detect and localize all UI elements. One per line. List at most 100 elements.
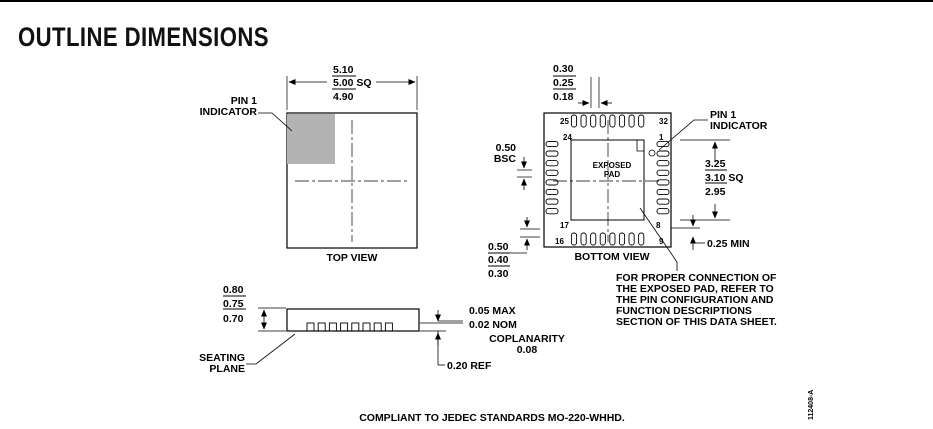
side-view-leads bbox=[306, 322, 393, 332]
pin-top bbox=[638, 114, 645, 128]
pin1-bottom-line2: INDICATOR bbox=[710, 120, 768, 132]
standoff-nom: 0.02 NOM bbox=[469, 319, 517, 331]
pin1-leader-bottom bbox=[658, 119, 708, 151]
note-leader bbox=[639, 207, 678, 271]
side-lead bbox=[328, 322, 337, 332]
pin-bottom bbox=[609, 232, 616, 246]
seating-plane-leader bbox=[246, 333, 296, 365]
pin-right bbox=[656, 169, 670, 176]
lead-length-max: 0.50 bbox=[488, 241, 509, 253]
exposed-pad bbox=[570, 139, 645, 221]
pin-number-32: 32 bbox=[659, 117, 668, 126]
pin-number-1: 1 bbox=[659, 133, 664, 142]
lead-length-min: 0.30 bbox=[488, 268, 509, 280]
lead-width-min: 0.18 bbox=[553, 91, 574, 103]
coplanarity-value: 0.08 bbox=[517, 344, 538, 356]
coplanarity-label: COPLANARITY bbox=[489, 333, 565, 345]
pin-right bbox=[656, 160, 670, 167]
pin1-bottom-line1: PIN 1 bbox=[710, 109, 736, 121]
note-line4: FUNCTION DESCRIPTIONS bbox=[616, 305, 752, 317]
seating-plane-line2: PLANE bbox=[209, 363, 245, 375]
pin-left bbox=[545, 208, 559, 215]
pin-right bbox=[656, 188, 670, 196]
note-line1: FOR PROPER CONNECTION OF bbox=[616, 272, 777, 284]
side-lead bbox=[362, 322, 371, 332]
pitch-value: 0.50 bbox=[496, 142, 517, 154]
bottom-view-pins bbox=[545, 114, 670, 246]
pin-left bbox=[545, 198, 559, 205]
pin1-dot bbox=[648, 149, 656, 157]
height-max: 0.80 bbox=[223, 284, 244, 296]
pin-top bbox=[618, 114, 626, 128]
seating-plane-line1: SEATING bbox=[199, 352, 245, 364]
pin-left bbox=[545, 188, 559, 196]
pin-bottom bbox=[570, 232, 578, 246]
pin-top bbox=[609, 114, 616, 128]
lead-width-max: 0.30 bbox=[553, 63, 574, 75]
drawing-id: 112408-A bbox=[808, 390, 815, 420]
pin-right bbox=[656, 150, 670, 157]
side-lead bbox=[306, 322, 315, 332]
pin-top bbox=[628, 114, 635, 128]
body-width-nom: 5.00 SQ bbox=[333, 77, 372, 89]
pad-size-nom: 3.10 SQ bbox=[705, 172, 744, 184]
bottom-view bbox=[488, 75, 730, 271]
pin-number-16: 16 bbox=[555, 237, 564, 246]
lead-width-nom: 0.25 bbox=[553, 77, 574, 89]
pin-bottom bbox=[628, 232, 635, 246]
pin-bottom bbox=[590, 232, 597, 246]
lead-length-nom: 0.40 bbox=[488, 254, 509, 266]
top-view bbox=[258, 75, 418, 249]
pin-top bbox=[599, 114, 606, 128]
top-rule bbox=[0, 0, 933, 2]
bottom-view-body bbox=[543, 112, 672, 248]
pin-left bbox=[545, 150, 559, 157]
pin-right bbox=[656, 198, 670, 205]
top-view-body bbox=[286, 112, 418, 249]
pad-size-min: 2.95 bbox=[705, 186, 726, 198]
side-view bbox=[223, 295, 463, 366]
height-nom: 0.75 bbox=[223, 298, 244, 310]
note-line3: THE PIN CONFIGURATION AND bbox=[616, 294, 774, 306]
exposed-pad-label-line2: PAD bbox=[604, 170, 621, 179]
pin-top bbox=[570, 114, 578, 128]
pin1-label-line2: INDICATOR bbox=[200, 106, 258, 118]
pin-bottom bbox=[580, 232, 587, 246]
body-width-min: 4.90 bbox=[333, 91, 354, 103]
pin-top bbox=[590, 114, 597, 128]
footer-compliance: COMPLIANT TO JEDEC STANDARDS MO-220-WHHD… bbox=[359, 412, 625, 424]
pin1-leader-top bbox=[258, 112, 293, 132]
pin-right bbox=[656, 179, 670, 186]
pitch-bsc: BSC bbox=[494, 153, 517, 165]
side-lead bbox=[384, 322, 393, 332]
pin1-indicator-area bbox=[287, 114, 335, 164]
pin-right bbox=[656, 140, 670, 148]
side-lead bbox=[317, 322, 326, 332]
pin-bottom bbox=[599, 232, 606, 246]
pin-number-25: 25 bbox=[560, 117, 569, 126]
pin-number-17: 17 bbox=[560, 221, 569, 230]
page-title: OUTLINE DIMENSIONS bbox=[18, 22, 269, 52]
pin-number-24: 24 bbox=[563, 133, 572, 142]
note-line5: SECTION OF THIS DATA SHEET. bbox=[616, 316, 777, 328]
pin-left bbox=[545, 160, 559, 167]
min-spacing: 0.25 MIN bbox=[707, 238, 750, 250]
body-width-max: 5.10 bbox=[333, 64, 354, 76]
pin-number-9: 9 bbox=[659, 237, 664, 246]
pin-right bbox=[656, 208, 670, 215]
exposed-pad-label-line1: EXPOSED bbox=[593, 161, 632, 170]
pin-top bbox=[580, 114, 587, 128]
pin-number-8: 8 bbox=[656, 221, 661, 230]
pin1-label-line1: PIN 1 bbox=[231, 95, 257, 107]
side-lead bbox=[351, 322, 360, 332]
pin-left bbox=[545, 169, 559, 176]
height-min: 0.70 bbox=[223, 313, 244, 325]
pad-corner-chamfer bbox=[636, 140, 644, 152]
note-line2: THE EXPOSED PAD, REFER TO bbox=[616, 283, 774, 295]
standoff-max: 0.05 MAX bbox=[469, 305, 516, 317]
pin-bottom bbox=[638, 232, 645, 246]
ref-dimension: 0.20 REF bbox=[447, 360, 492, 372]
side-lead bbox=[373, 322, 382, 332]
top-view-label: TOP VIEW bbox=[327, 252, 378, 264]
